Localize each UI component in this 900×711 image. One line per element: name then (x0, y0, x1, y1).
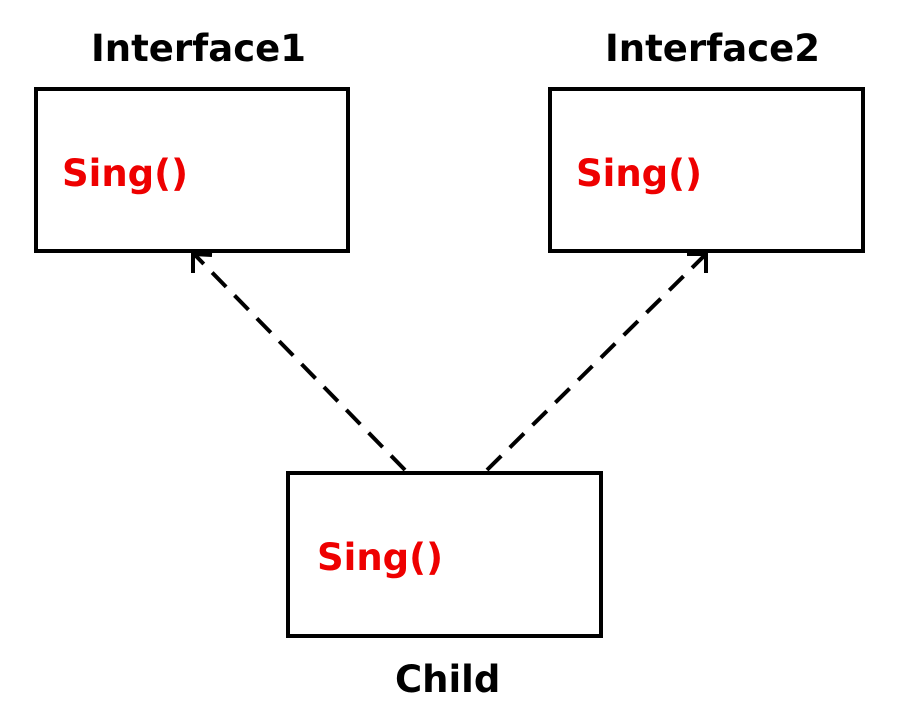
arrowhead-interface1 (191, 251, 213, 273)
child-box: Sing() (286, 471, 603, 638)
arrow-child-to-interface1 (191, 251, 407, 472)
interface2-method: Sing() (576, 152, 702, 195)
interface1-box: Sing() (34, 87, 350, 253)
interface2-box: Sing() (548, 87, 865, 253)
dashed-line-to-interface2 (485, 253, 707, 472)
arrowhead-interface2 (687, 252, 708, 273)
interface1-method: Sing() (62, 152, 188, 195)
interface1-title: Interface1 (91, 27, 306, 70)
interface2-title: Interface2 (605, 27, 820, 70)
child-method: Sing() (317, 536, 443, 579)
child-title: Child (395, 658, 501, 701)
dashed-line-to-interface1 (193, 253, 407, 472)
arrow-child-to-interface2 (485, 252, 708, 472)
